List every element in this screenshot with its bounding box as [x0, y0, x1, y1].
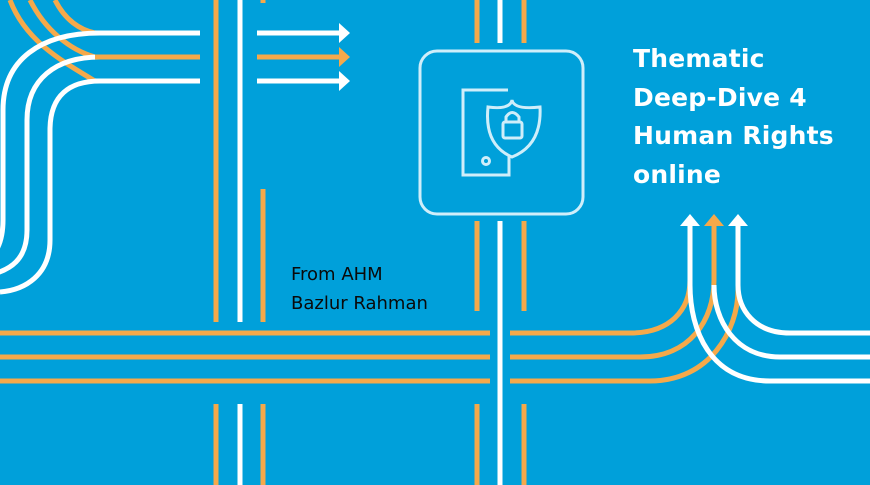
title-line: online — [633, 159, 722, 189]
white-curve — [0, 54, 101, 275]
deep-dive-title: Thematic Deep-Dive 4 Human Rights online — [633, 40, 834, 194]
orange-curve — [7, 0, 97, 84]
white-curve — [0, 30, 101, 249]
author-credit: From AHM Bazlur Rahman — [291, 260, 428, 318]
white-curve — [0, 78, 101, 295]
title-line: Human Rights — [633, 121, 834, 150]
title-line: Thematic — [633, 44, 765, 73]
title-line: Deep-Dive 4 — [633, 82, 807, 112]
device-box — [418, 49, 585, 216]
arrowheads-right — [339, 23, 350, 91]
arrowheads-up — [680, 214, 748, 226]
author-line: From AHM — [291, 264, 383, 285]
orange-curve — [52, 0, 96, 36]
mobile-security-shield-lock-icon — [461, 88, 542, 177]
author-line: Bazlur Rahman — [291, 293, 428, 314]
